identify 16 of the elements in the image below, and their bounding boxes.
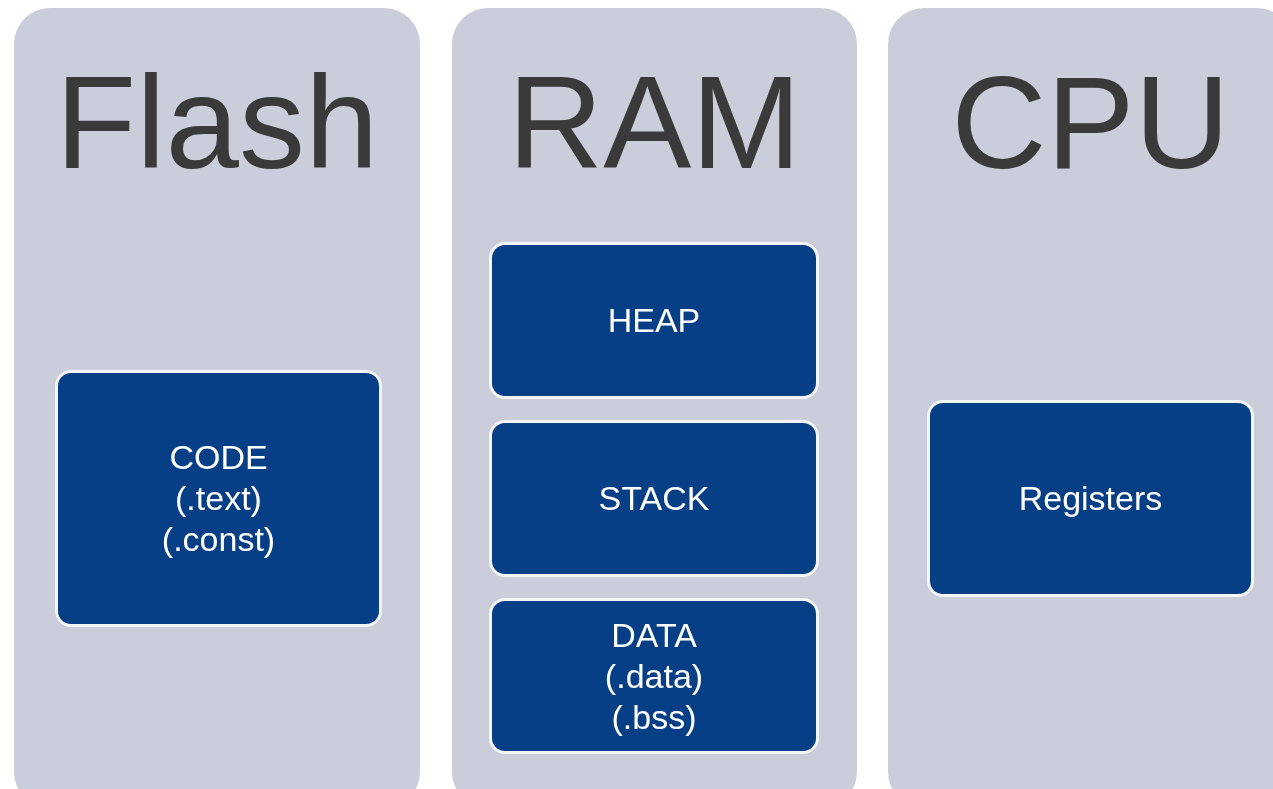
panel-title: RAM (506, 48, 803, 198)
memory-section-box (489, 420, 819, 577)
panel-title: CPU (950, 48, 1231, 198)
section-label: Registers (1018, 478, 1163, 519)
memory-section-box (489, 242, 819, 399)
section-label: DATA (.data) (.bss) (604, 614, 704, 738)
memory-panel (888, 8, 1273, 789)
section-label: CODE (.text) (.const) (161, 437, 276, 560)
memory-section-box (927, 400, 1254, 597)
memory-section-box (55, 370, 382, 627)
section-label: HEAP (607, 300, 701, 341)
panel-title: Flash (54, 48, 380, 198)
section-label: STACK (598, 478, 710, 519)
memory-section-box (489, 598, 819, 754)
memory-panel (452, 8, 857, 789)
memory-panel (14, 8, 420, 789)
